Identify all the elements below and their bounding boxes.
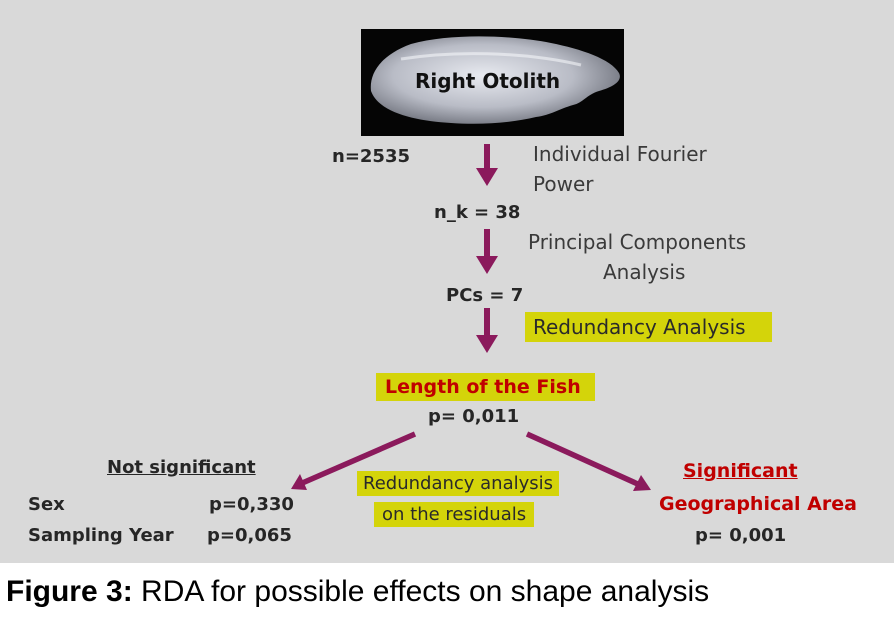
otolith-label: Right Otolith bbox=[415, 69, 561, 93]
figure-caption: Figure 3: RDA for possible effects on sh… bbox=[0, 563, 894, 629]
pca-method-line1: Principal Components bbox=[528, 230, 747, 254]
caption-label: Figure 3: bbox=[6, 575, 133, 608]
geographical-area-label: Geographical Area bbox=[659, 493, 857, 515]
pca-method-line2: Analysis bbox=[603, 260, 686, 284]
factor-name-sex: Sex bbox=[28, 494, 65, 515]
length-of-fish-label: Length of the Fish bbox=[376, 373, 595, 401]
caption-body: RDA for possible effects on shape analys… bbox=[132, 575, 710, 608]
arrow-nk-to-pcs bbox=[476, 229, 498, 274]
factor-p-sampling-year: p=0,065 bbox=[207, 525, 292, 546]
geographical-area-p-value: p= 0,001 bbox=[695, 525, 787, 546]
not-significant-heading: Not significant bbox=[107, 457, 256, 478]
length-p-value: p= 0,011 bbox=[428, 406, 520, 427]
n-total-label: n=2535 bbox=[332, 146, 410, 167]
residuals-line1: Redundancy analysis bbox=[357, 471, 560, 496]
fourier-method-line2: Power bbox=[533, 172, 594, 196]
factor-name-sampling-year: Sampling Year bbox=[28, 525, 174, 546]
significant-heading: Significant bbox=[683, 460, 798, 482]
redundancy-analysis-label: Redundancy Analysis bbox=[525, 312, 772, 342]
arrow-to-not-significant bbox=[291, 431, 417, 490]
n-k-label: n_k = 38 bbox=[434, 202, 521, 223]
otolith-photo bbox=[361, 29, 624, 136]
pcs-label: PCs = 7 bbox=[446, 285, 524, 306]
factor-p-sex: p=0,330 bbox=[209, 494, 294, 515]
arrow-photo-to-nk bbox=[476, 144, 498, 186]
residuals-line2: on the residuals bbox=[374, 502, 535, 527]
arrow-to-significant bbox=[525, 431, 651, 491]
arrow-pcs-to-length bbox=[476, 308, 498, 353]
fourier-method-line1: Individual Fourier bbox=[533, 142, 707, 166]
otolith-shape bbox=[370, 36, 620, 124]
